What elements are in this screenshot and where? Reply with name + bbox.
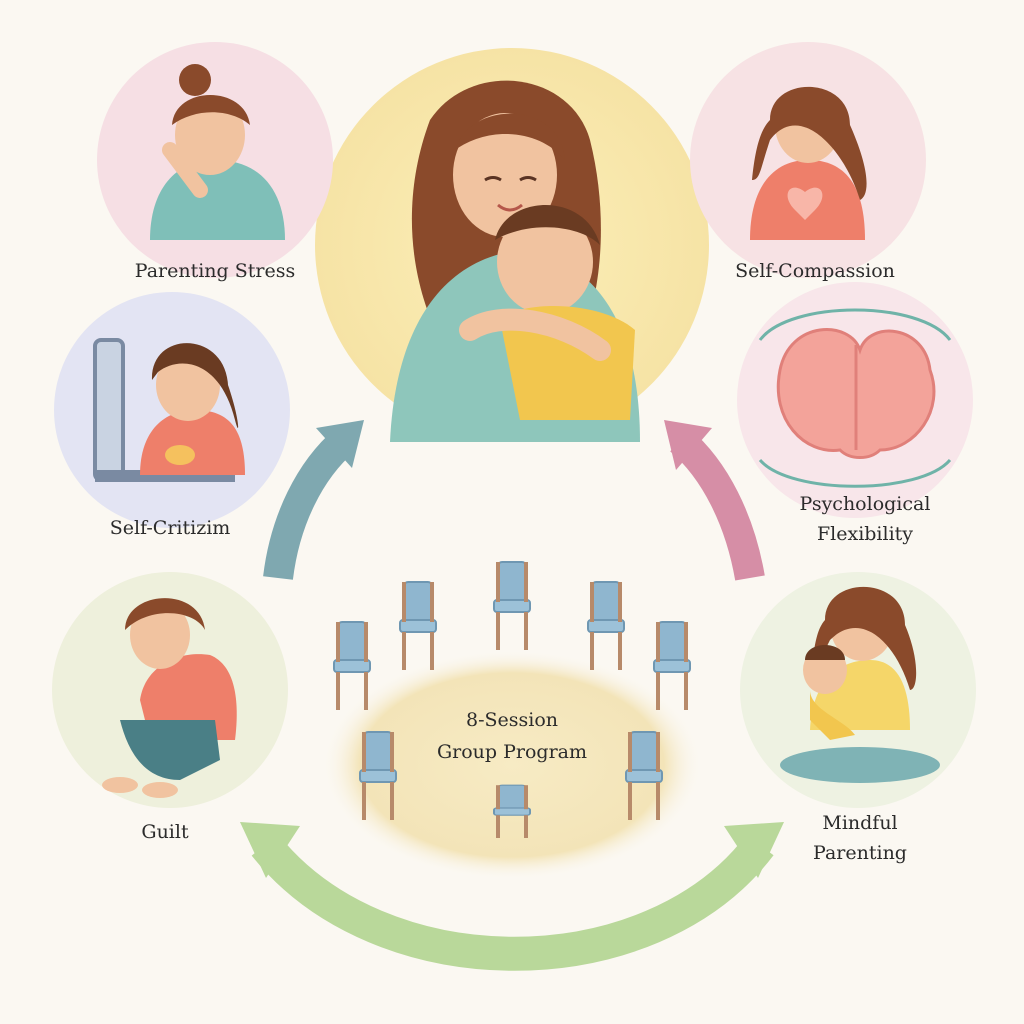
brain-icon — [737, 282, 973, 518]
arrow-right-up — [664, 420, 765, 581]
chair-icon — [587, 581, 625, 671]
group-program-circle — [322, 650, 702, 880]
center-title-line2: Group Program — [436, 741, 588, 763]
chair-icon — [493, 561, 531, 651]
chair-icon — [653, 621, 691, 711]
parenting-stress-illustration — [97, 42, 333, 278]
arrow-left-up — [263, 420, 364, 580]
mirror-icon — [93, 338, 125, 482]
label-mindful-parenting: Mindful Parenting — [813, 812, 907, 864]
center-title-line1: 8-Session — [465, 709, 559, 731]
guilt-illustration — [52, 572, 288, 808]
chair-icon — [333, 621, 371, 711]
label-parenting-stress: Parenting Stress — [134, 260, 296, 282]
mother-hugging-child-icon — [315, 48, 709, 442]
label-guilt: Guilt — [141, 821, 189, 843]
self-critizim-illustration — [54, 292, 290, 528]
arrow-bottom-double — [240, 822, 784, 971]
label-self-critizim: Self-Critizim — [109, 517, 231, 539]
chair-icon — [399, 581, 437, 671]
self-compassion-illustration — [690, 42, 926, 278]
label-psychological-flexibility: Psychological Flexibility — [799, 493, 931, 545]
mindful-parenting-illustration — [740, 572, 976, 808]
label-self-compassion: Self-Compassion — [735, 260, 895, 282]
center-program-label: 8-Session Group Program — [412, 704, 612, 768]
